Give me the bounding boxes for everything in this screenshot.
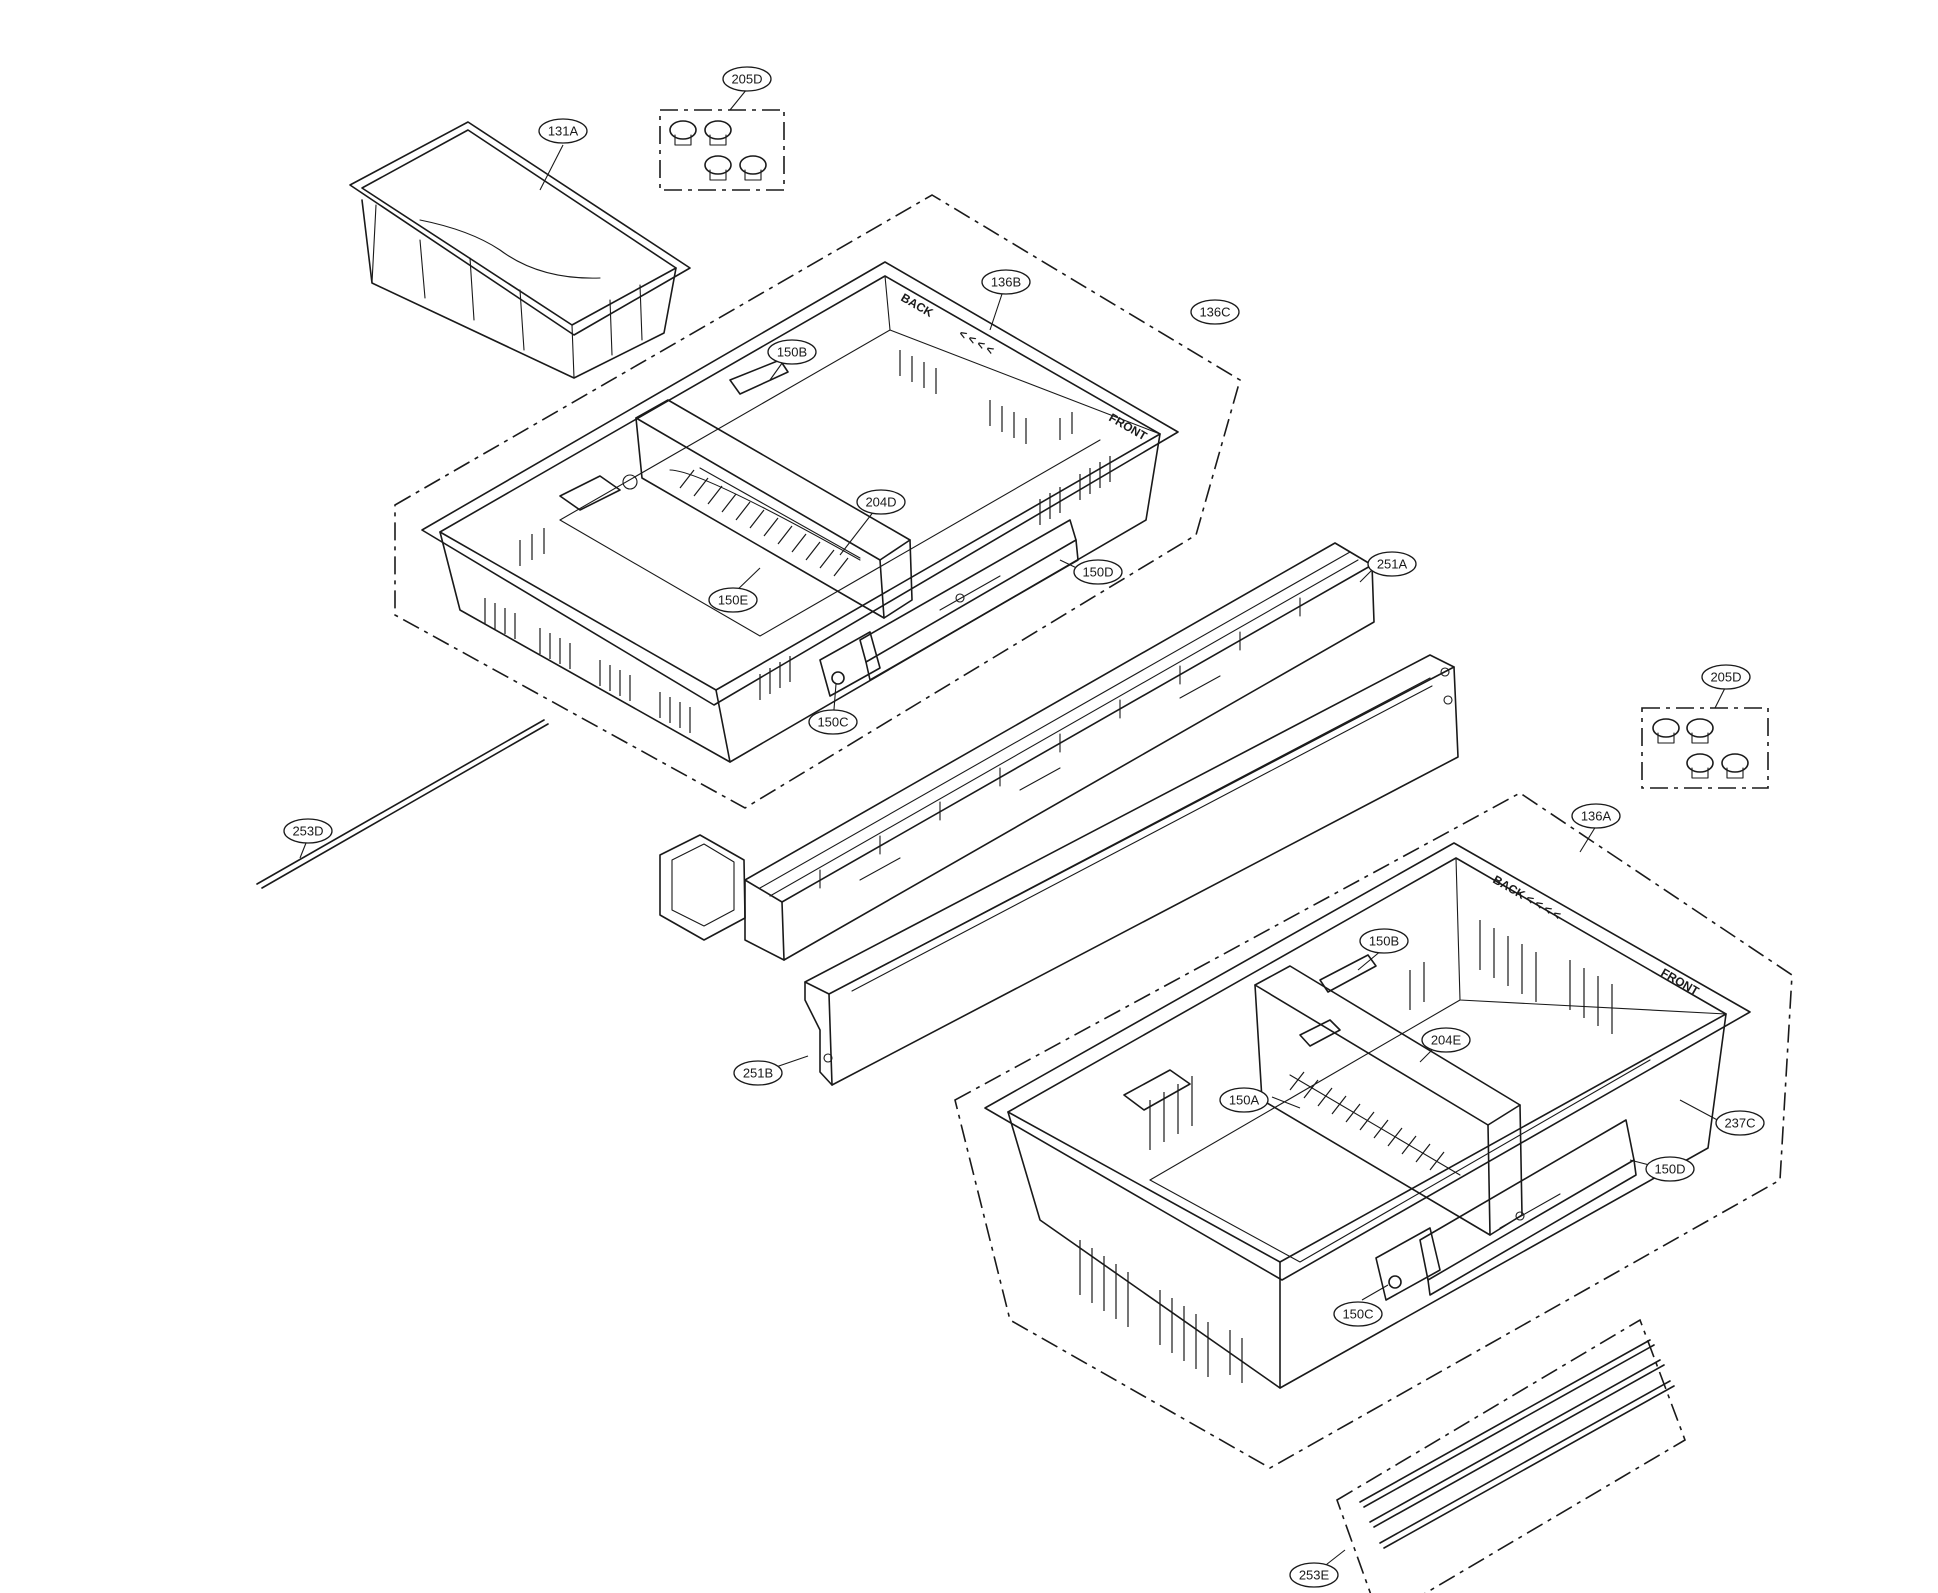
callout-label: 136A: [1581, 809, 1612, 824]
callout-label: 204D: [865, 495, 896, 510]
callout-label: 150D: [1082, 565, 1113, 580]
callout-bubble: [856, 489, 906, 515]
slide-rail-251b: [772, 654, 1459, 1086]
callout-label: 136B: [991, 275, 1021, 290]
callout-label: 150B: [777, 345, 807, 360]
callout-bubble: [1571, 803, 1621, 829]
callout-251a: 251A: [1367, 551, 1417, 577]
callout-bubble: [808, 709, 858, 735]
push-pin-fastener: [669, 120, 697, 146]
callout-bubble: [1219, 1087, 1269, 1113]
callout-150d: 150D: [1645, 1156, 1695, 1182]
callout-bubble: [1421, 1027, 1471, 1053]
callout-bubble: [1190, 299, 1240, 325]
support-rod-group-253e: [1321, 1318, 1686, 1593]
callout-150a: 150A: [1219, 1087, 1269, 1113]
leader-150c-bottom: [1361, 1284, 1389, 1301]
callout-bubble: [733, 1060, 783, 1086]
slide-rail-251a: [659, 542, 1377, 961]
callout-bubble: [1073, 559, 1123, 585]
callout-150b: 150B: [767, 339, 817, 365]
callout-labels: 131A 205D 136B 136C 150B 204D 150D 150E 150C 251A…: [283, 66, 1765, 1588]
callout-205d: 205D: [1701, 664, 1751, 690]
vent-slots-side: [759, 456, 1111, 700]
callout-136b: 136B: [981, 269, 1031, 295]
callout-label: 150C: [1342, 1307, 1373, 1322]
callout-label: 204E: [1431, 1033, 1462, 1048]
callout-204d: 204D: [856, 489, 906, 515]
handle-150b-bottom: [1319, 949, 1383, 993]
callout-label: 150C: [817, 715, 848, 730]
callout-bubble: [981, 269, 1031, 295]
push-pin-fastener: [739, 155, 767, 181]
callout-205d: 205D: [722, 66, 772, 92]
callout-136c: 136C: [1190, 299, 1240, 325]
push-pin-fastener: [704, 120, 732, 146]
push-pin-fastener: [704, 155, 732, 181]
small-tray-131a: [349, 121, 691, 379]
callout-150d: 150D: [1073, 559, 1123, 585]
lower-drawer-assembly-136a: BACK < < < < FRONT: [954, 792, 1793, 1469]
callout-label: 150A: [1229, 1093, 1260, 1108]
vent-slots-front: [1079, 1240, 1243, 1383]
callout-label: 131A: [548, 124, 579, 139]
callout-237c: 237C: [1715, 1110, 1765, 1136]
upper-divider-150e: [559, 399, 913, 619]
slide-rail-150d: [819, 519, 1086, 697]
callout-label: 251A: [1377, 557, 1408, 572]
callout-bubble: [1701, 664, 1751, 690]
callout-label: 253E: [1299, 1568, 1330, 1583]
callout-label: 205D: [731, 72, 762, 87]
callout-150b: 150B: [1359, 928, 1409, 954]
callout-label: 205D: [1710, 670, 1741, 685]
push-pin-fastener: [1686, 718, 1714, 744]
callout-253d: 253D: [283, 818, 333, 844]
callout-label: 136C: [1199, 305, 1230, 320]
push-pin-fastener: [1686, 753, 1714, 779]
callout-150c: 150C: [808, 709, 858, 735]
callout-label: 237C: [1724, 1116, 1755, 1131]
callout-136a: 136A: [1571, 803, 1621, 829]
callout-bubble: [1645, 1156, 1695, 1182]
callout-131a: 131A: [538, 118, 588, 144]
callout-bubble: [1367, 551, 1417, 577]
callout-bubble: [538, 118, 588, 144]
front-engraving: FRONT: [1659, 965, 1702, 998]
callout-150c: 150C: [1333, 1301, 1383, 1327]
vent-slots-back: [899, 350, 1073, 444]
lower-divider-150a: [1123, 965, 1523, 1236]
callout-bubble: [767, 339, 817, 365]
callout-bubble: [708, 587, 758, 613]
callout-bubble: [283, 818, 333, 844]
callout-251b: 251B: [733, 1060, 783, 1086]
callout-label: 253D: [292, 824, 323, 839]
upper-drawer-basket-136b: BACK < < < < FRONT: [421, 261, 1179, 763]
back-engraving: BACK < < < <: [1491, 872, 1564, 922]
callout-label: 150B: [1369, 934, 1399, 949]
callout-label: 150D: [1654, 1162, 1685, 1177]
vent-slots-back: [1149, 920, 1613, 1150]
push-pin-fastener: [1721, 753, 1749, 779]
callout-bubble: [1333, 1301, 1383, 1327]
vent-slots-front: [484, 598, 691, 733]
support-rod-253d: [256, 719, 549, 889]
callout-label: 150E: [718, 593, 749, 608]
callout-bubble: [1359, 928, 1409, 954]
callout-bubble: [1715, 1110, 1765, 1136]
fastener-group-205d-right: [1641, 685, 1769, 789]
callout-150e: 150E: [708, 587, 758, 613]
callout-bubble: [1289, 1562, 1339, 1588]
callout-bubble: [722, 66, 772, 92]
arrow-engraving: < < < <: [957, 326, 997, 357]
lower-slide-rail-150d: [1375, 1119, 1654, 1301]
callout-204e: 204E: [1421, 1027, 1471, 1053]
push-pin-fastener: [1652, 718, 1680, 744]
callout-label: 251B: [743, 1066, 773, 1081]
fastener-group-205d-top: [659, 88, 785, 191]
callout-253e: 253E: [1289, 1562, 1339, 1588]
